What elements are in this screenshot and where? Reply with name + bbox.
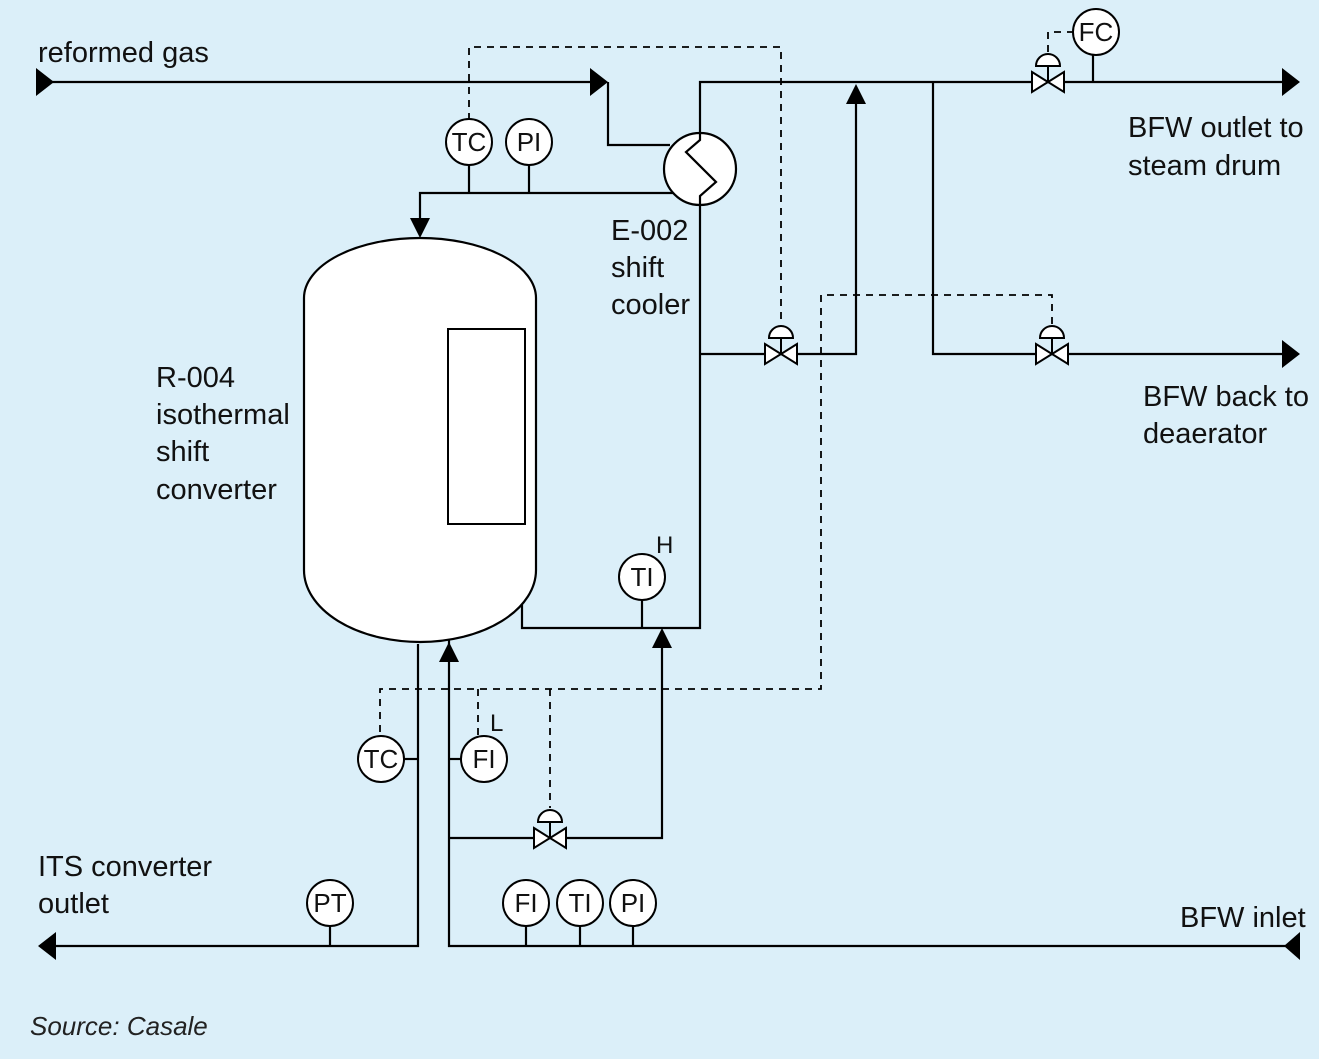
bfw-outlet-label-line1: BFW outlet to [1128,112,1304,144]
deaerator-control-valve [1035,325,1069,366]
shift-cooler [662,131,738,207]
pi-top-instrument: PI [505,118,553,166]
reactor-bypass-arrow [652,628,672,648]
reactor-tag-label: R-004 [156,362,235,394]
tc-to-bypass-signal [468,46,782,324]
its-outlet-label-line1: ITS converter [38,851,212,883]
ti-mid-instrument: TI H [618,532,673,601]
ti-high-alarm-flag: H [656,532,673,559]
fc-instrument: FC [1072,8,1120,56]
tc-top-instrument: TC [445,118,493,166]
bypass-arrow [846,84,866,104]
its-outlet-label-line2: outlet [38,888,109,920]
reactor-bypass-line [449,645,664,840]
ti-inlet-instrument: TI [556,879,604,927]
bfw-to-coil-arrow-lower [439,642,459,662]
tc-top-instrument-label: TC [452,127,487,157]
reformed-gas-arrow [590,68,608,96]
reactor-outlet-line [52,644,420,948]
pi-inlet-instrument: PI [609,879,657,927]
fi-inlet-instrument-label: FI [514,888,537,918]
reactor-label-line2: shift [156,436,209,468]
fi-bottom-instrument-label: FI [472,744,495,774]
deaerator-valve-signal [379,294,1053,737]
bfw-back-label-line1: BFW back to [1143,381,1309,413]
bfw-outlet-arrow [1282,68,1300,96]
ti-inlet-instrument-label: TI [568,888,591,918]
reactor-label-line3: converter [156,474,277,506]
reformed-gas-inlet-marker [36,68,54,96]
cooler-label-line2: cooler [611,289,690,321]
flow-control-valve [1031,53,1065,94]
fc-signal [1047,31,1074,52]
bfw-outlet-label-line2: steam drum [1128,150,1281,182]
reactor-inlet-arrow [410,218,430,238]
fi-low-alarm-flag: L [490,710,503,737]
bfw-inlet-line [447,540,1290,948]
fi-inlet-instrument: FI [502,879,550,927]
bfw-inlet-marker [1284,932,1300,960]
ti-mid-instrument-label: TI [630,562,653,592]
fc-instrument-label: FC [1079,17,1114,47]
reformed-gas-label: reformed gas [38,37,209,69]
deaerator-arrow [1282,340,1300,368]
cooler-bypass-line [700,100,858,356]
bfw-inlet-label: BFW inlet [1180,902,1306,934]
cooler-label-line1: shift [611,252,664,284]
tc-bottom-instrument: TC [357,735,405,783]
tc-bottom-instrument-label: TC [364,744,399,774]
reactor-bypass-valve [533,809,567,850]
source-credit: Source: Casale [30,1011,208,1041]
pt-instrument: PT [306,879,354,927]
cooler-bypass-valve [764,325,798,366]
bfw-back-label-line2: deaerator [1143,418,1267,450]
pi-inlet-instrument-label: PI [621,888,646,918]
pi-top-instrument-label: PI [517,127,542,157]
fi-bottom-instrument: FI L [460,710,508,783]
pt-instrument-label: PT [313,888,346,918]
deaerator-branch-line [931,82,1288,356]
reactor-internal-coil [447,328,526,525]
cooler-tag-label: E-002 [611,215,688,247]
gas-to-cooler-line [606,82,670,147]
reactor-label-line1: isothermal [156,399,290,431]
its-outlet-arrow [38,932,56,960]
cooler-to-reactor-line [418,191,700,222]
